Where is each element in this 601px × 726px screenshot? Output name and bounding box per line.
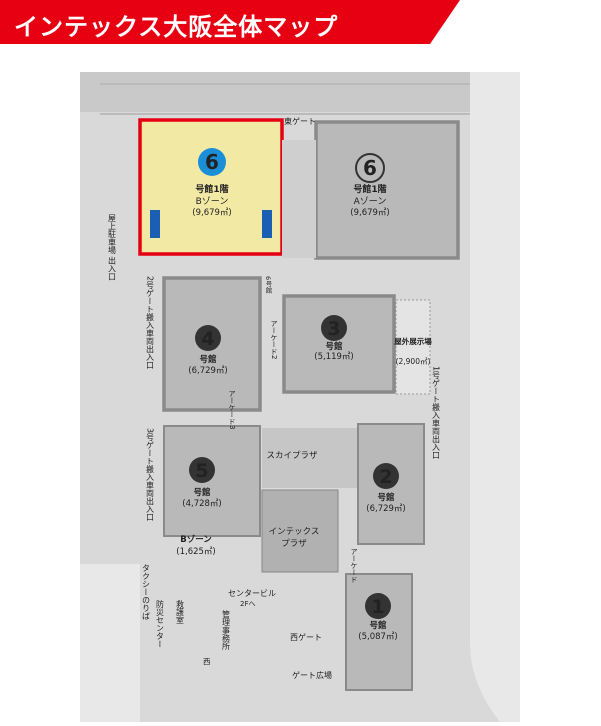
arcade2-label: アーケード2: [270, 320, 278, 359]
west-road: [80, 564, 140, 722]
hall-6b-area-text: (9,679㎡): [192, 208, 231, 218]
corridor-6: [282, 140, 316, 258]
hall-1-marker: [365, 593, 391, 619]
gate3-label: 3号ゲート搬入車両出入口: [146, 428, 155, 521]
intex-plaza-label-2: プラザ: [281, 539, 307, 549]
ramp-label: 6号館: [264, 276, 272, 294]
west-label: 西: [203, 657, 211, 666]
hall-3[interactable]: 3 号館 (5,119㎡): [282, 294, 396, 394]
center-building-label[interactable]: センタービル: [228, 589, 276, 598]
outdoor-label: 屋外展示場: [394, 336, 432, 346]
hall-2-marker: [373, 463, 399, 489]
sky-plaza-label[interactable]: スカイプラザ: [266, 451, 318, 461]
outdoor-area: [395, 299, 431, 395]
vertical-labels: 屋上駐車場 出入口 2号ゲート搬入車両出入口 3号ゲート搬入車両出入口 1号ゲー…: [108, 214, 441, 651]
hall-6a[interactable]: 6 号館1階 Aゾーン (9,679㎡): [314, 120, 460, 260]
arcade3-label: アーケード3: [228, 390, 236, 429]
hall-5[interactable]: 5 号館 (4,728㎡) Bゾーン (1,625㎡): [163, 425, 261, 557]
hall-4-area-text: (6,729㎡): [188, 366, 227, 376]
outdoor-area-text: (2,900㎡): [396, 357, 431, 366]
hall-6a-zone: Aゾーン: [354, 196, 387, 207]
sky-plaza-area: [262, 428, 362, 488]
hall-6b-area: [138, 118, 284, 256]
title-notch: [430, 0, 460, 44]
hall-4-number: 4: [201, 328, 214, 350]
east-gate-label: 東ゲート: [284, 116, 316, 126]
east-road: [470, 72, 520, 722]
rooftop-parking-label: 屋上駐車場 出入口: [108, 214, 117, 281]
hall-5-number: 5: [195, 460, 208, 482]
hall-5-marker: [189, 457, 215, 483]
hall-3-name: 号館: [325, 341, 343, 352]
outdoor-exhibition[interactable]: 屋外展示場 (2,900㎡): [394, 299, 432, 395]
hall-5-name: 号館: [193, 487, 211, 498]
intex-plaza-area: [261, 489, 339, 573]
center-building-sub: 2Fへ: [240, 600, 255, 608]
hall-3-number: 3: [327, 318, 340, 340]
hall-4-name: 号館: [199, 354, 217, 365]
gate-plaza-label: ゲート広場: [292, 670, 332, 680]
page-title: インテックス大阪全体マップ: [14, 13, 339, 41]
hall-3-marker: [321, 315, 347, 341]
arcade-label: アーケード: [350, 548, 358, 583]
hall-4-marker: [195, 325, 221, 351]
intex-plaza-label-1[interactable]: インテックス: [269, 527, 320, 537]
title-bar: インテックス大阪全体マップ: [0, 0, 601, 44]
hall-1-number: 1: [371, 596, 384, 618]
west-gate-label: 西ゲート: [290, 632, 322, 642]
taxi-label: タクシーのりば: [142, 564, 151, 620]
kyugo-label: 救護室: [176, 599, 185, 624]
hall-6b-marker: [198, 148, 226, 176]
gate1-label: 1号ゲート搬入車両出入口: [432, 366, 441, 459]
hall-6b-name: 号館1階: [195, 183, 228, 195]
hall-6b[interactable]: 6 号館1階 Bゾーン (9,679㎡): [138, 118, 284, 256]
hall-6a-area-text: (9,679㎡): [350, 208, 389, 218]
gate2-label: 2号ゲート搬入車両出入口: [146, 276, 155, 369]
hall-2-area-text: (6,729㎡): [366, 504, 405, 514]
hall-6a-area: [314, 120, 460, 260]
title-blank: [460, 0, 601, 44]
hall-2-number: 2: [379, 466, 392, 488]
bousai-label: 防災センター: [156, 599, 165, 648]
kanri-label: 管理事務所: [222, 609, 231, 651]
hall-3-area: [282, 294, 396, 394]
hall-6b-number: 6: [205, 150, 219, 174]
bzone-label: Bゾーン: [180, 534, 212, 545]
hall-4[interactable]: 4 号館 (6,729㎡): [162, 276, 262, 412]
venue-map: 6 号館1階 Bゾーン (9,679㎡) 6 号館1階 Aゾーン (9,679㎡…: [80, 72, 520, 722]
hall-2[interactable]: 2 号館 (6,729㎡): [357, 423, 425, 545]
hall-1-name: 号館: [369, 620, 387, 631]
restroom-icon: [150, 210, 160, 238]
hall-5-area-text: (4,728㎡): [182, 499, 221, 509]
hall-5-area: [163, 425, 261, 537]
hall-6b-zone: Bゾーン: [196, 196, 229, 207]
hall-6a-name: 号館1階: [353, 183, 386, 195]
hall-6a-marker: [355, 153, 385, 183]
hall-1[interactable]: 1 号館 (5,087㎡): [345, 573, 413, 691]
hall-2-name: 号館: [377, 492, 395, 503]
bzone-area-text: (1,625㎡): [176, 547, 215, 557]
north-road: [80, 72, 520, 112]
hall-1-area-text: (5,087㎡): [358, 632, 397, 642]
hall-3-area-text: (5,119㎡): [314, 352, 353, 362]
hall-6a-number: 6: [363, 156, 377, 180]
restroom-icon: [262, 210, 272, 238]
